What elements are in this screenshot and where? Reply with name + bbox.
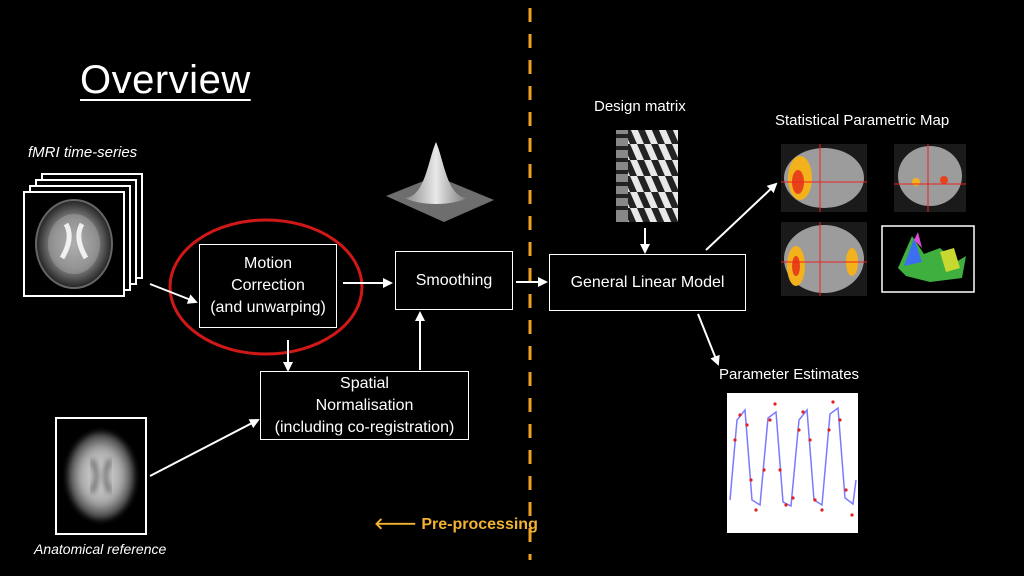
glm-box: General Linear Model bbox=[549, 254, 746, 311]
preprocessing-text: Pre-processing bbox=[421, 516, 538, 533]
highlight-ellipse bbox=[168, 218, 364, 356]
gaussian-kernel-image bbox=[386, 142, 494, 222]
arrow-fmri-to-motion bbox=[149, 283, 198, 304]
design-matrix-label: Design matrix bbox=[594, 98, 686, 115]
page-title: Overview bbox=[80, 58, 251, 102]
spm-axial-image bbox=[781, 222, 867, 296]
spm-label: Statistical Parametric Map bbox=[775, 112, 950, 129]
preprocessing-label: 🡐 Pre-processing bbox=[374, 513, 538, 534]
fmri-label: fMRI time-series bbox=[28, 144, 138, 161]
normalisation-line-1: Spatial bbox=[340, 374, 389, 392]
normalisation-box: Spatial Normalisation (including co-regi… bbox=[260, 371, 469, 440]
spm-sagittal-image bbox=[781, 144, 867, 212]
motion-correction-box: Motion Correction (and unwarping) bbox=[199, 244, 337, 328]
fmri-stack-image bbox=[23, 173, 143, 297]
smoothing-label: Smoothing bbox=[415, 271, 493, 289]
arrow-glm-to-spm bbox=[705, 182, 778, 251]
normalisation-line-2: Normalisation bbox=[315, 396, 414, 414]
left-arrow-icon: 🡐 bbox=[374, 516, 417, 533]
anatomical-image bbox=[55, 417, 147, 535]
motion-line-3: (and unwarping) bbox=[210, 299, 326, 316]
motion-line-2: Correction bbox=[231, 277, 305, 294]
anatomical-label: Anatomical reference bbox=[34, 541, 167, 557]
arrow-glm-to-parameters bbox=[697, 313, 720, 366]
motion-line-1: Motion bbox=[243, 255, 293, 272]
design-matrix-image bbox=[616, 130, 678, 222]
spm-coronal-image bbox=[894, 144, 966, 212]
glm-label: General Linear Model bbox=[570, 273, 725, 291]
arrow-anatomical-to-normalisation bbox=[149, 419, 260, 477]
spm-surface-plot-image bbox=[881, 225, 975, 293]
smoothing-box: Smoothing bbox=[395, 251, 513, 310]
parameter-estimates-label: Parameter Estimates bbox=[719, 366, 860, 383]
parameter-estimates-plot bbox=[727, 393, 858, 533]
normalisation-line-3: (including co-registration) bbox=[274, 418, 455, 436]
